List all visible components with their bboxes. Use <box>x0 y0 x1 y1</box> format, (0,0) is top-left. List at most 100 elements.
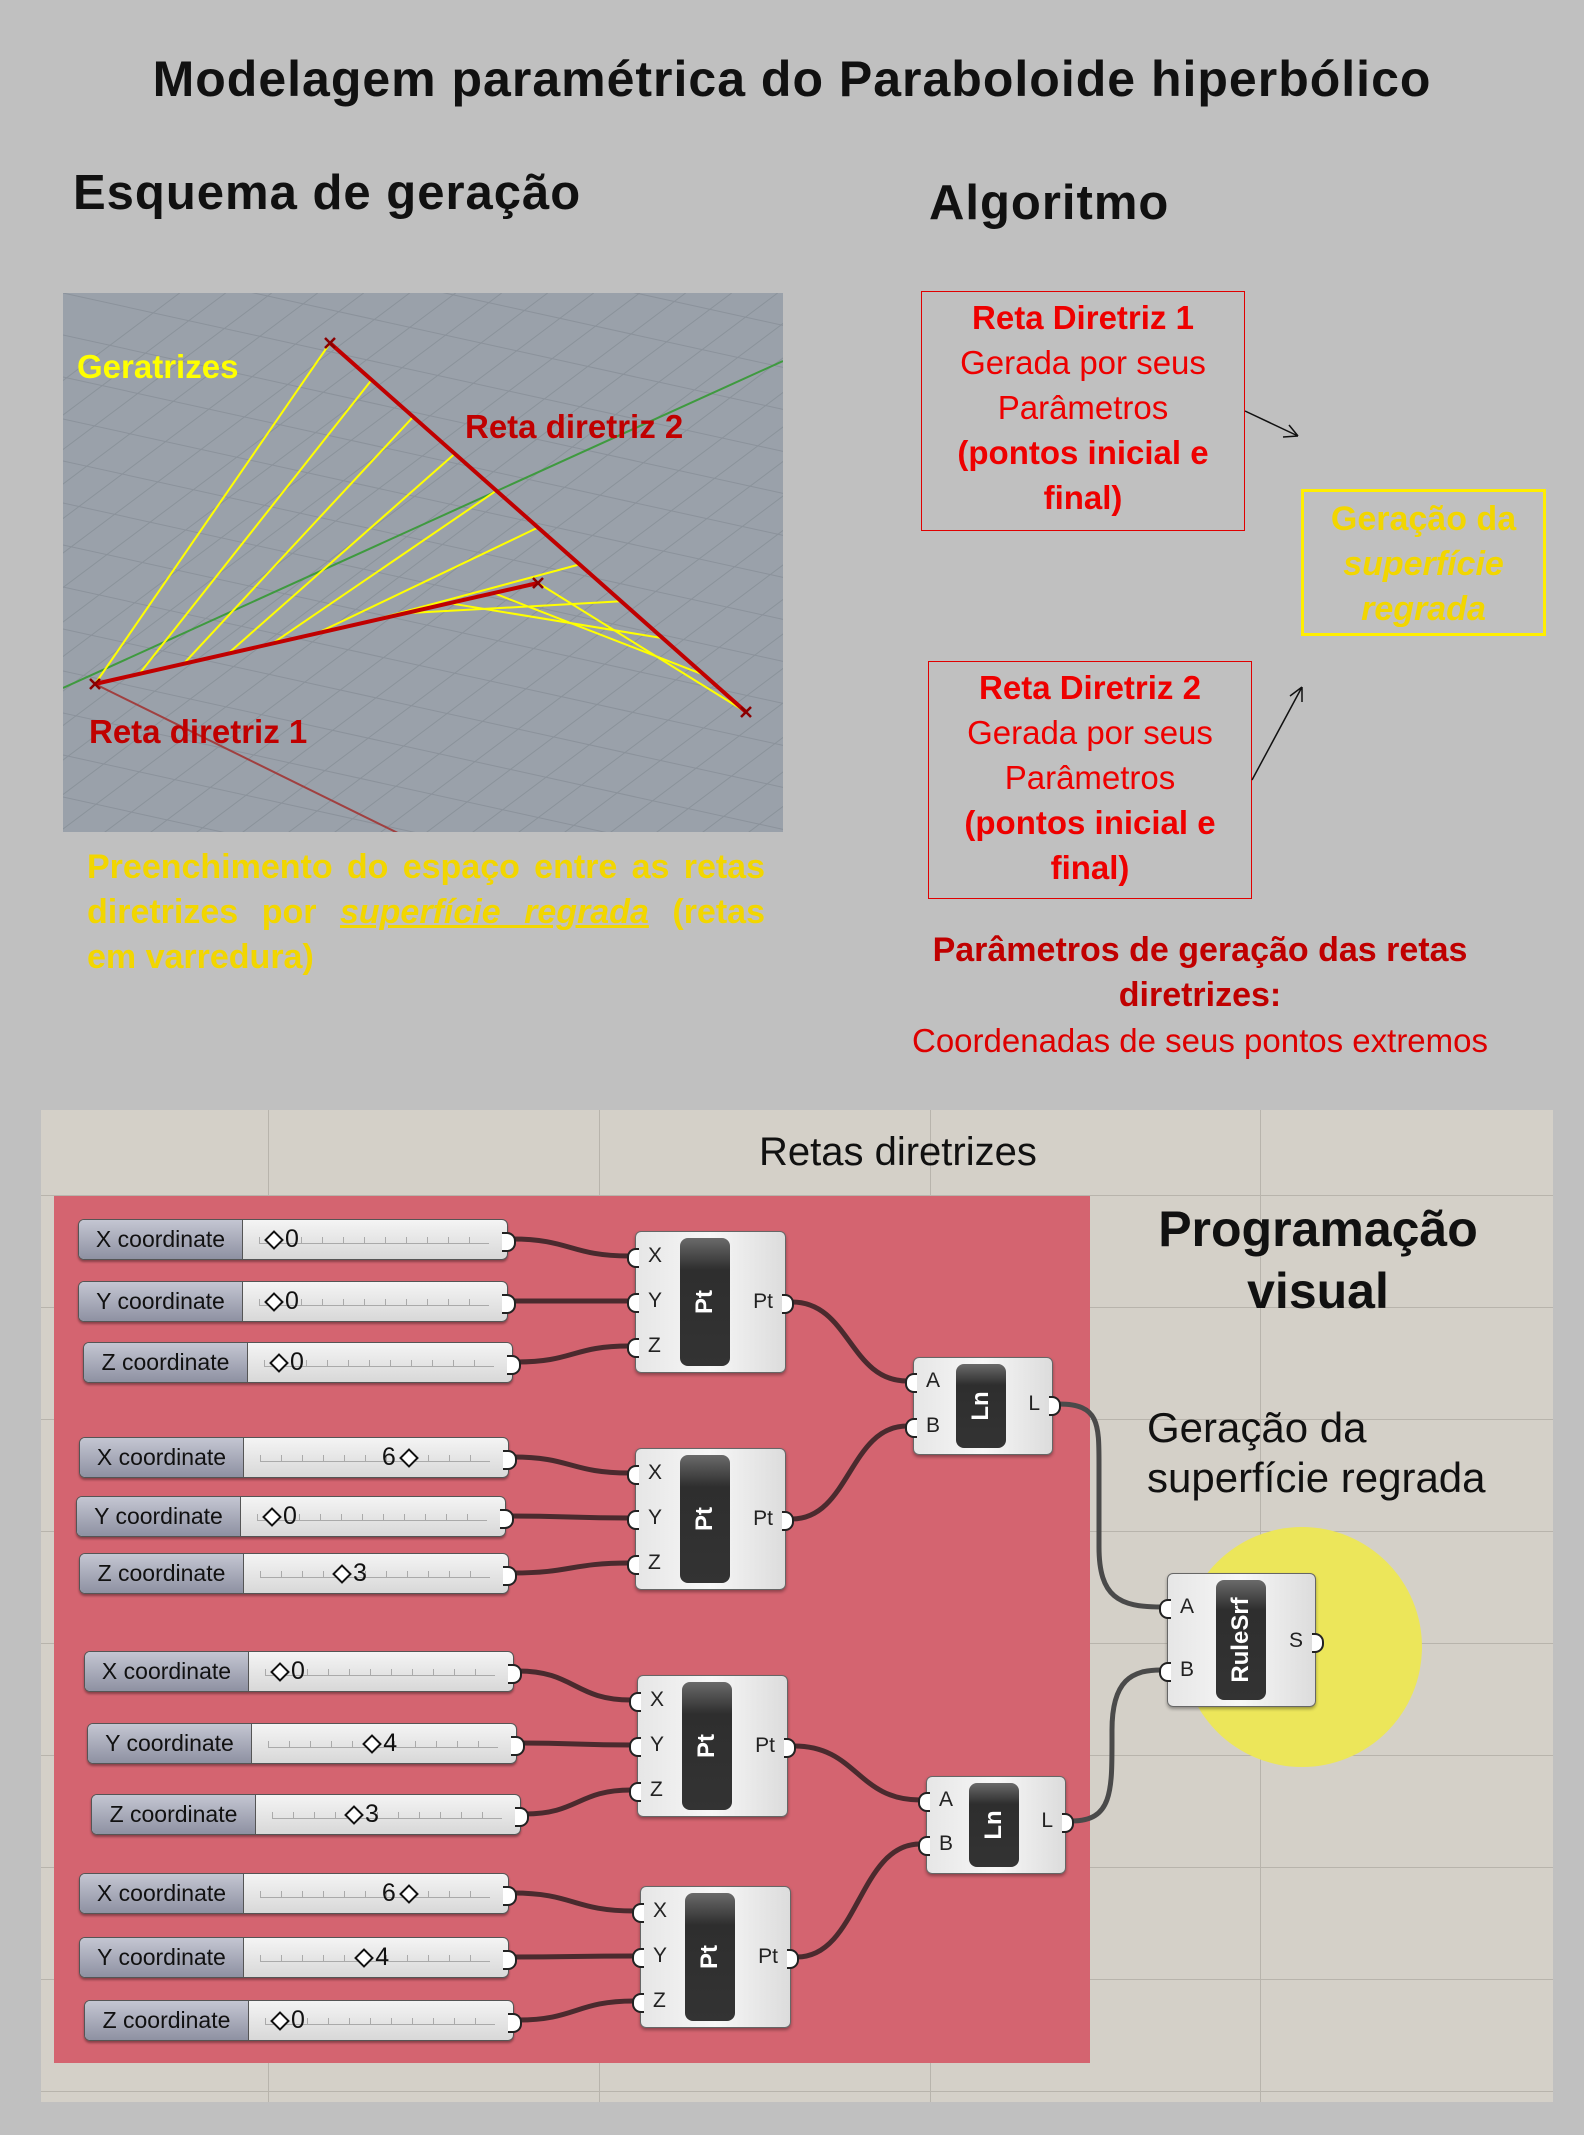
slider-track[interactable] <box>260 1571 490 1578</box>
group-retas-diretrizes[interactable] <box>54 1196 1090 2063</box>
slider-track[interactable] <box>257 1514 487 1521</box>
output-port[interactable] <box>503 1566 517 1586</box>
output-port[interactable] <box>782 1511 794 1531</box>
input-port[interactable] <box>632 1903 644 1923</box>
slider-track[interactable] <box>265 1669 495 1676</box>
input-port[interactable] <box>627 1510 639 1530</box>
input-port[interactable] <box>629 1737 641 1757</box>
output-port[interactable] <box>503 1950 517 1970</box>
slider-knob-icon[interactable] <box>362 1734 383 1754</box>
slider-knob-icon[interactable] <box>262 1507 282 1527</box>
output-port[interactable] <box>787 1949 799 1969</box>
slider-track[interactable] <box>268 1741 498 1748</box>
output-port[interactable] <box>508 1664 522 1684</box>
slider-knob-icon[interactable] <box>354 1948 375 1968</box>
output-port[interactable] <box>508 2013 522 2033</box>
parameters-note: Parâmetros de geração das retas diretriz… <box>860 928 1540 1063</box>
input-port[interactable] <box>632 1993 644 2013</box>
input-port[interactable] <box>1159 1662 1171 1682</box>
surface-generation-box: Geração da superfície regrada <box>1301 489 1546 636</box>
slider-track[interactable] <box>260 1455 490 1462</box>
caption-emphasis: superfície regrada <box>339 893 649 931</box>
component-name: RuleSrf <box>1227 1597 1254 1683</box>
slider-track[interactable] <box>260 1891 490 1898</box>
output-port[interactable] <box>500 1509 514 1529</box>
slider-track[interactable] <box>272 1812 502 1819</box>
wire <box>517 1998 635 2023</box>
generatrix-line <box>227 452 456 655</box>
output-port[interactable] <box>503 1450 517 1470</box>
slider-knob-icon[interactable] <box>270 1662 290 1682</box>
output-port[interactable] <box>502 1294 516 1314</box>
input-port[interactable] <box>632 1948 644 1968</box>
slider-track[interactable] <box>265 2018 495 2025</box>
slider-knob-icon[interactable] <box>398 1884 419 1904</box>
output-port[interactable] <box>782 1294 794 1314</box>
output-port[interactable] <box>1312 1633 1324 1653</box>
input-port[interactable] <box>627 1338 639 1358</box>
input-port[interactable] <box>629 1692 641 1712</box>
generatrix-line <box>138 379 373 675</box>
output-port[interactable] <box>503 1886 517 1906</box>
slider-knob-icon[interactable] <box>344 1805 364 1825</box>
output-port[interactable] <box>784 1738 796 1758</box>
grid-line <box>63 293 364 520</box>
slider-track[interactable] <box>259 1299 489 1306</box>
paraboloid-drawing <box>63 293 783 832</box>
input-port[interactable] <box>905 1373 917 1393</box>
slider-track[interactable] <box>259 1237 489 1244</box>
input-port[interactable] <box>627 1248 639 1268</box>
input-port[interactable] <box>905 1418 917 1438</box>
slider-label: X coordinate <box>85 1652 249 1691</box>
input-port[interactable] <box>627 1293 639 1313</box>
slider-value: 6 <box>381 1443 396 1471</box>
slider-knob-icon[interactable] <box>264 1292 284 1312</box>
input-port[interactable] <box>918 1792 930 1812</box>
slider-track[interactable] <box>264 1360 494 1367</box>
output-port[interactable] <box>507 1355 521 1375</box>
slider-knob-icon[interactable] <box>270 2011 290 2031</box>
output-port[interactable] <box>1049 1396 1061 1416</box>
input-label: Y <box>648 1289 663 1312</box>
input-port[interactable] <box>627 1555 639 1575</box>
slider-track[interactable] <box>260 1955 490 1962</box>
output-port[interactable] <box>515 1807 529 1827</box>
slider-label: Y coordinate <box>80 1938 244 1977</box>
output-port[interactable] <box>511 1736 525 1756</box>
slider-knob-icon[interactable] <box>269 1353 289 1373</box>
input-port[interactable] <box>629 1782 641 1802</box>
output-port[interactable] <box>1062 1813 1074 1833</box>
input-port[interactable] <box>627 1465 639 1485</box>
input-port[interactable] <box>918 1836 930 1856</box>
component-nickname: Pt <box>680 1455 730 1583</box>
wire <box>512 1953 635 1960</box>
slider-knob-icon[interactable] <box>332 1564 352 1584</box>
component-nickname: Pt <box>680 1238 730 1366</box>
input-port[interactable] <box>1159 1599 1171 1619</box>
output-port[interactable] <box>502 1232 516 1252</box>
slider-knob-icon[interactable] <box>264 1230 284 1250</box>
generatrix-line <box>405 600 622 615</box>
slider-knob-icon[interactable] <box>398 1448 419 1468</box>
